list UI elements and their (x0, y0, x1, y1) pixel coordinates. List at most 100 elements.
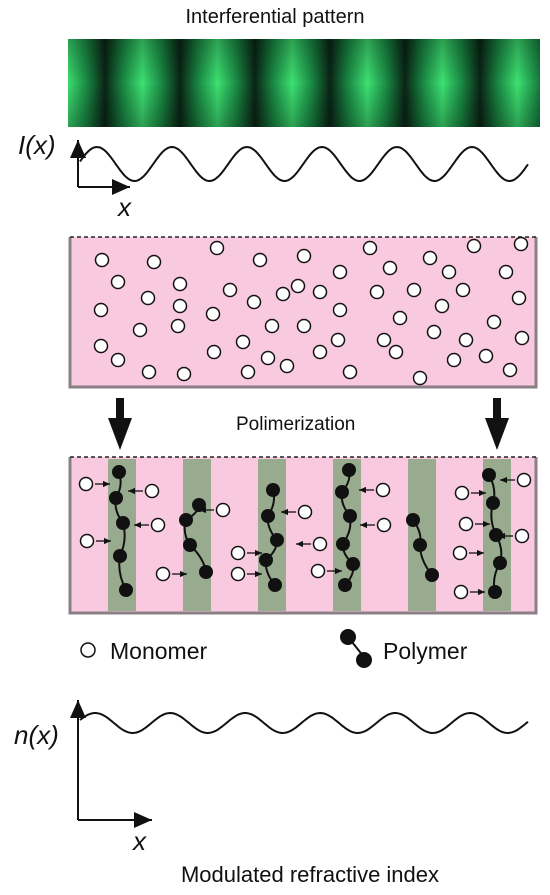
monomer (172, 298, 188, 314)
monomer (93, 338, 109, 354)
diffusing-monomer (458, 516, 490, 532)
polymer-unit (493, 556, 507, 570)
polymer-chain (179, 498, 213, 579)
down-arrow-left (108, 398, 132, 450)
refractive-index-sine-curve (79, 711, 529, 735)
diffusing-monomer (134, 517, 166, 533)
interference-pattern-title: Interferential pattern (185, 6, 365, 28)
monomer (170, 318, 186, 334)
diffusing-monomer (78, 476, 110, 492)
monomer (264, 318, 280, 334)
monomer (458, 332, 474, 348)
polymer-unit (268, 578, 282, 592)
monomer (412, 370, 428, 386)
monomer (342, 364, 358, 380)
polymer-unit (261, 509, 275, 523)
polymer-unit (266, 483, 280, 497)
monomer (110, 274, 126, 290)
monomer (290, 278, 306, 294)
monomer-distribution (93, 236, 530, 386)
monomer (209, 240, 225, 256)
diffusing-monomer (281, 504, 313, 520)
monomer (140, 290, 156, 306)
refractive-index-axis-label: n(x) (14, 720, 59, 750)
diffusing-monomer (498, 528, 530, 544)
polymer-unit (259, 553, 273, 567)
monomer (94, 252, 110, 268)
polymer-band (183, 459, 211, 611)
polymer-unit (109, 491, 123, 505)
monomer (312, 344, 328, 360)
diffusing-monomer (310, 563, 342, 579)
monomer (146, 254, 162, 270)
monomer (275, 286, 291, 302)
container-frame (68, 237, 538, 389)
polymer-chain (109, 465, 133, 597)
monomer (478, 348, 494, 364)
diffusing-monomer (128, 483, 160, 499)
diffusing-monomer (359, 482, 391, 498)
container-frame (68, 457, 538, 615)
polymer-chain (406, 513, 439, 582)
polymer-chains (109, 463, 507, 599)
monomer (392, 310, 408, 326)
monomer (434, 298, 450, 314)
monomer (141, 364, 157, 380)
monomer (279, 358, 295, 374)
monomer (312, 284, 328, 300)
monomer (296, 248, 312, 264)
monomer (466, 238, 482, 254)
polymer-unit (406, 513, 420, 527)
monomer (362, 240, 378, 256)
monomer (93, 302, 109, 318)
monomer (376, 332, 392, 348)
monomer (426, 324, 442, 340)
polymer-band (408, 459, 436, 611)
monomer (330, 332, 346, 348)
monomer (369, 284, 385, 300)
polymer-unit (113, 549, 127, 563)
diffusing-monomer (453, 584, 485, 600)
monomer (110, 352, 126, 368)
intensity-sine-curve (79, 145, 529, 183)
monomer (511, 290, 527, 306)
polymer-unit (336, 537, 350, 551)
monomer (455, 282, 471, 298)
monomer (441, 264, 457, 280)
polymer-unit (488, 585, 502, 599)
polymer-chain (259, 483, 284, 592)
polymer-unit (112, 465, 126, 479)
polymer-unit (119, 583, 133, 597)
monomer (422, 250, 438, 266)
monomer (240, 364, 256, 380)
polymer-unit (335, 485, 349, 499)
monomer (446, 352, 462, 368)
monomer (246, 294, 262, 310)
monomer (332, 264, 348, 280)
monomer-legend-label: Monomer (110, 638, 208, 664)
monomer (206, 344, 222, 360)
monomer (205, 306, 221, 322)
monomer (486, 314, 502, 330)
down-arrow-right (485, 398, 509, 450)
polymer-unit (183, 538, 197, 552)
monomer (222, 282, 238, 298)
monomer (332, 302, 348, 318)
polymer-unit (413, 538, 427, 552)
polymer-unit (486, 496, 500, 510)
polymer-unit (338, 578, 352, 592)
polymer-unit (179, 513, 193, 527)
monomer (260, 350, 276, 366)
monomer (176, 366, 192, 382)
polymer-unit (342, 463, 356, 477)
polymer-unit (116, 516, 130, 530)
polymer-unit (482, 468, 496, 482)
modulated-index-caption: Modulated refractive index (180, 862, 440, 887)
monomer (172, 276, 188, 292)
polymer-chain (335, 463, 360, 592)
monomer (406, 282, 422, 298)
refractive-index-plot (70, 700, 529, 828)
polymer-legend-icon (340, 629, 372, 668)
diffusing-monomer (79, 533, 111, 549)
